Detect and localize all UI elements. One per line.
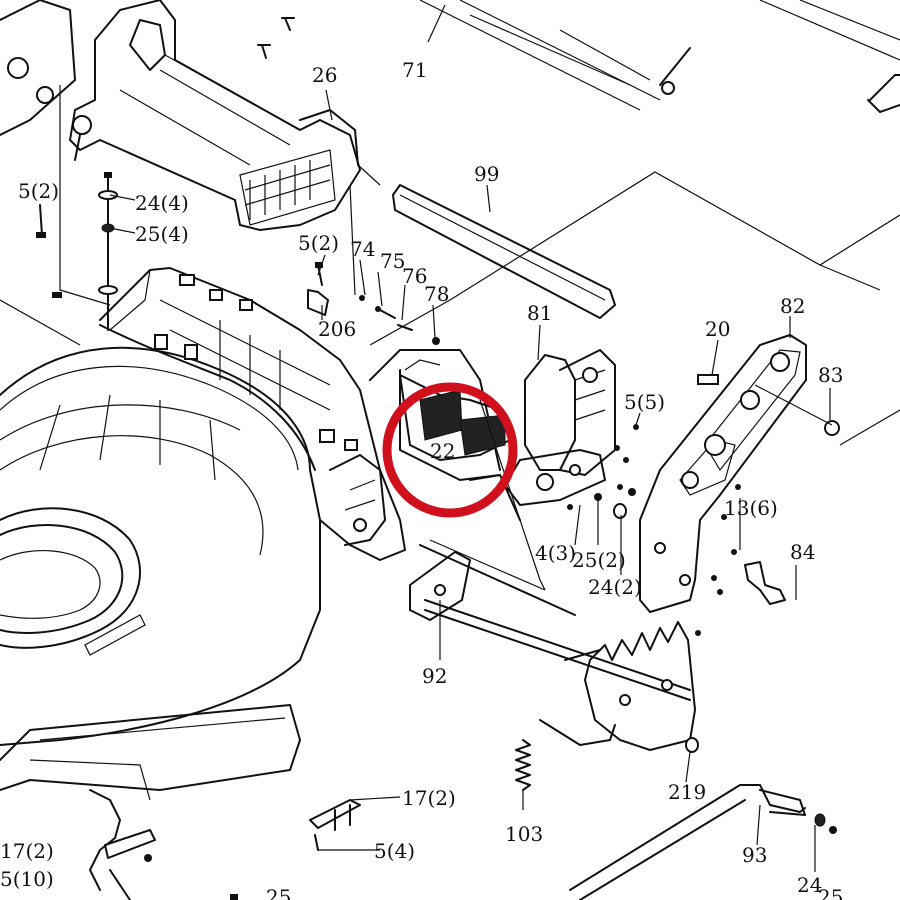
callout-103: 103 (505, 822, 543, 846)
handle-bracket-assembly (0, 0, 381, 231)
lever-housing-81 (429, 349, 616, 591)
bracket-84 (744, 561, 786, 605)
callout-219: 219 (668, 780, 706, 804)
highlight-marker (382, 382, 518, 518)
callout-74: 74 (350, 237, 375, 261)
side-plate-82 (639, 334, 833, 613)
callout-5-10: 5(10) (0, 867, 54, 891)
height-adjust-shaft-92 (409, 544, 691, 701)
callout-4-3: 4(3) (535, 541, 576, 565)
callout-93: 93 (742, 843, 767, 867)
fasteners-left (36, 172, 118, 331)
frame-outline-lines (0, 85, 900, 446)
callout-5-4: 5(4) (374, 839, 415, 863)
callout-83: 83 (818, 363, 843, 387)
small-screws-right (567, 420, 840, 636)
callout-71: 71 (402, 58, 427, 82)
rear-axle-93 (569, 737, 837, 900)
callout-206: 206 (318, 317, 356, 341)
callout-76: 76 (402, 264, 427, 288)
lower-left-parts (89, 789, 401, 900)
callout-25-2: 25(2) (572, 548, 626, 572)
callout-24-4: 24(4) (135, 191, 189, 215)
callout-84: 84 (790, 540, 815, 564)
callout-20: 20 (705, 317, 730, 341)
callout-24-2: 24(2) (588, 575, 642, 599)
highlight-circle (382, 382, 518, 518)
callout-5-2-mid: 5(2) (298, 231, 339, 255)
callout-82: 82 (780, 294, 805, 318)
foam-grip-99 (392, 184, 616, 319)
callout-25-4: 25(4) (135, 222, 189, 246)
callout-labels: 71 26 99 5(2) 24(4) 25(4) 5(2) 74 75 76 … (0, 58, 843, 900)
callout-25-bottom-right: 25 (818, 885, 843, 900)
control-bracket-22 (399, 359, 511, 481)
callout-78: 78 (424, 282, 449, 306)
callout-24-bottom: 24 (797, 873, 822, 897)
spring-103 (515, 739, 531, 810)
callout-92: 92 (422, 664, 447, 688)
callout-13-6: 13(6) (724, 496, 778, 520)
callout-81: 81 (527, 301, 552, 325)
callout-17-2-center: 17(2) (402, 786, 456, 810)
callout-26: 26 (312, 63, 337, 87)
small-fasteners-middle (307, 184, 440, 345)
callout-17-2-left: 17(2) (0, 839, 54, 863)
callout-75: 75 (380, 249, 405, 273)
mower-deck (0, 267, 501, 801)
callout-5-5: 5(5) (624, 390, 665, 414)
leader-lines (109, 4, 831, 872)
ratchet-plate (539, 621, 696, 751)
callout-25-bottom-left: 25 (266, 885, 291, 900)
handle-rod-71 (419, 0, 900, 113)
callout-22: 22 (430, 439, 455, 463)
callout-99: 99 (474, 162, 499, 186)
callout-5-2-left: 5(2) (18, 179, 59, 203)
